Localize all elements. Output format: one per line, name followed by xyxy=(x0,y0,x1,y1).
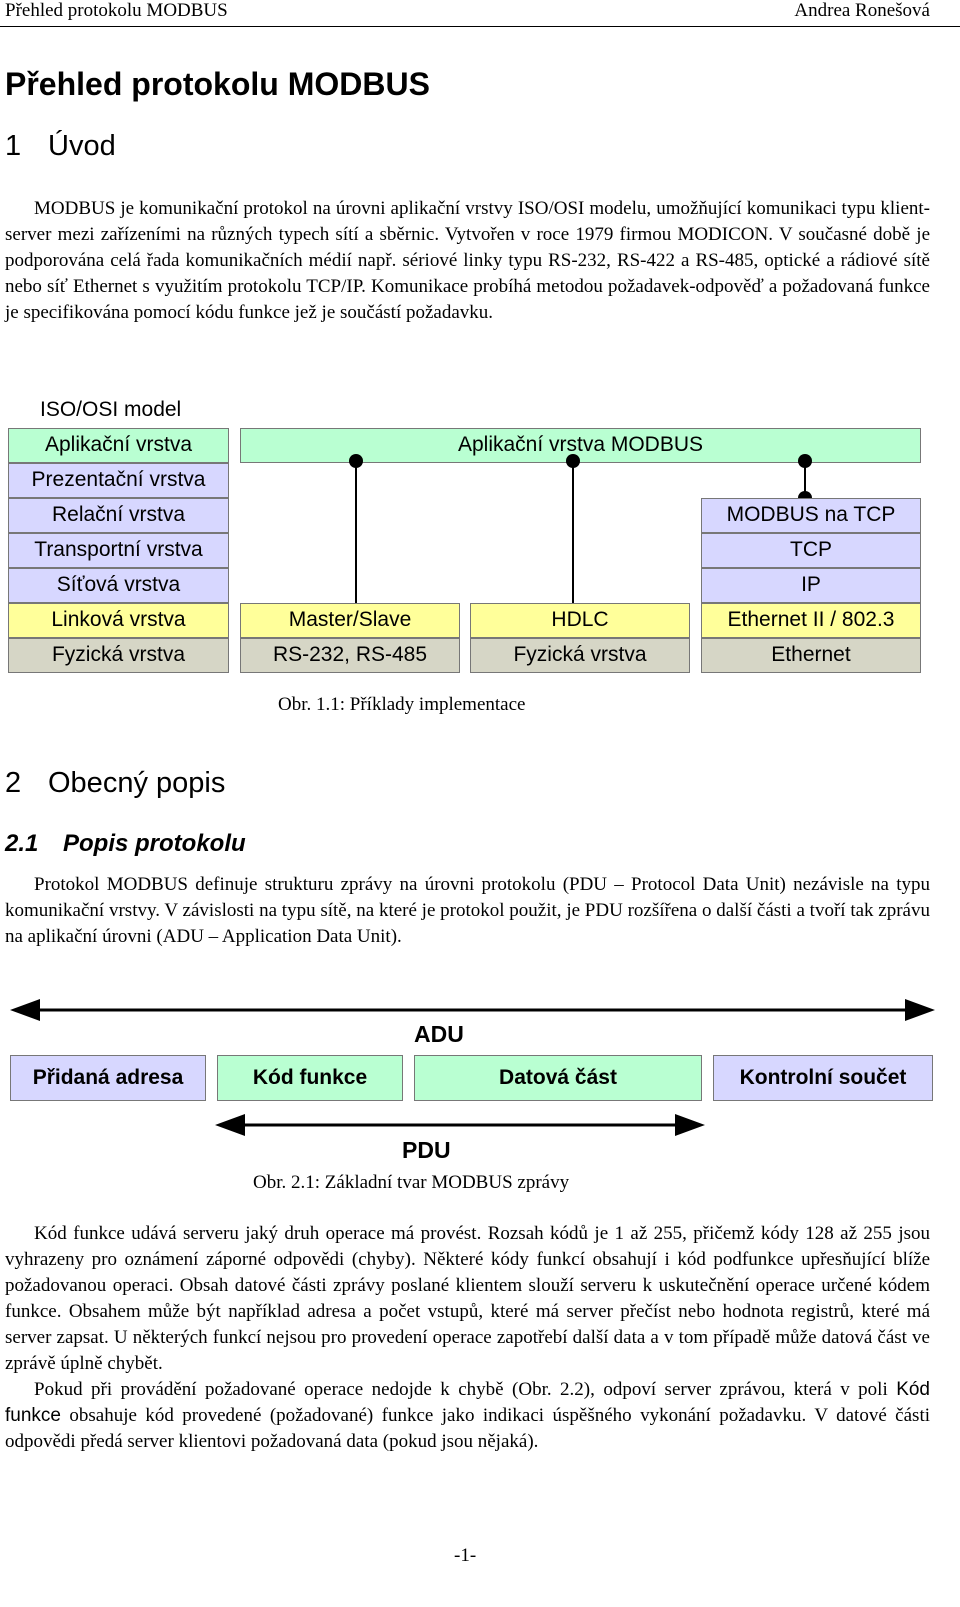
ip-layer: IP xyxy=(701,568,921,603)
adu-arrow-right-icon xyxy=(905,999,935,1021)
section-2-1-heading: 2.1 Popis protokolu xyxy=(5,830,246,858)
field-data: Datová část xyxy=(414,1055,702,1101)
pdu-arrow-left-icon xyxy=(215,1114,245,1136)
modbus-tcp-layer: MODBUS na TCP xyxy=(701,498,921,533)
section-1-heading: 1 Úvod xyxy=(5,130,116,163)
osi-model-label: ISO/OSI model xyxy=(40,398,182,421)
response-text-after: obsahuje kód provedené (požadované) funk… xyxy=(5,1405,930,1452)
running-header: Přehled protokolu MODBUS Andrea Ronešová xyxy=(0,0,960,27)
section-2-1-number: 2.1 xyxy=(5,830,39,857)
header-title: Přehled protokolu MODBUS xyxy=(5,0,228,21)
pdu-arrow-right-icon xyxy=(675,1114,705,1136)
osi-layer-transport: Transportní vrstva xyxy=(8,533,229,568)
figure-1-caption: Obr. 1.1: Příklady implementace xyxy=(278,694,526,715)
intro-text: MODBUS je komunikační protokol na úrovni… xyxy=(5,198,930,323)
protocol-paragraph: Protokol MODBUS definuje strukturu zpráv… xyxy=(5,872,930,950)
header-author: Andrea Ronešová xyxy=(794,0,930,21)
section-1-title: Úvod xyxy=(48,130,116,162)
master-slave-layer: Master/Slave xyxy=(240,603,460,638)
protocol-text: Protokol MODBUS definuje strukturu zpráv… xyxy=(5,874,930,947)
osi-layer-datalink: Linková vrstva xyxy=(8,603,229,638)
ethernet-physical-layer: Ethernet xyxy=(701,638,921,673)
osi-layer-network: Síťová vrstva xyxy=(8,568,229,603)
adu-label: ADU xyxy=(414,1021,464,1047)
osi-layer-physical: Fyzická vrstva xyxy=(8,638,229,673)
ethernet-link-layer: Ethernet II / 802.3 xyxy=(701,603,921,638)
osi-layer-session: Relační vrstva xyxy=(8,498,229,533)
section-2-heading: 2 Obecný popis xyxy=(5,767,225,800)
field-function-code: Kód funkce xyxy=(217,1055,403,1101)
field-checksum: Kontrolní součet xyxy=(713,1055,933,1101)
function-code-paragraph: Kód funkce udává serveru jaký druh opera… xyxy=(5,1223,930,1374)
hdlc-physical-layer: Fyzická vrstva xyxy=(470,638,690,673)
section-2-number: 2 xyxy=(5,767,22,799)
body-paragraphs: Kód funkce udává serveru jaký druh opera… xyxy=(5,1221,930,1455)
osi-layer-presentation: Prezentační vrstva xyxy=(8,463,229,498)
connector-dot xyxy=(798,454,812,468)
field-address: Přidaná adresa xyxy=(10,1055,206,1101)
response-text-before: Pokud při provádění požadované operace n… xyxy=(34,1379,897,1400)
osi-layer-application: Aplikační vrstva xyxy=(8,428,229,463)
page-number: -1- xyxy=(454,1545,477,1566)
document-title: Přehled protokolu MODBUS xyxy=(5,66,430,102)
response-paragraph: Pokud při provádění požadované operace n… xyxy=(5,1377,930,1455)
figure-2-caption: Obr. 2.1: Základní tvar MODBUS zprávy xyxy=(253,1172,570,1193)
figure-2-arrows xyxy=(10,999,935,1136)
section-1-number: 1 xyxy=(5,130,22,162)
connector-dot xyxy=(566,454,580,468)
connector-dot xyxy=(349,454,363,468)
adu-arrow-left-icon xyxy=(10,999,40,1021)
section-2-1-title: Popis protokolu xyxy=(63,830,246,857)
figure-1-connectors xyxy=(349,454,812,603)
tcp-layer: TCP xyxy=(701,533,921,568)
hdlc-layer: HDLC xyxy=(470,603,690,638)
pdu-label: PDU xyxy=(402,1137,451,1163)
intro-paragraph: MODBUS je komunikační protokol na úrovni… xyxy=(5,196,930,326)
section-2-title: Obecný popis xyxy=(48,767,226,799)
serial-physical-layer: RS-232, RS-485 xyxy=(240,638,460,673)
function-code-field-name: Kód funkce xyxy=(5,1379,930,1426)
